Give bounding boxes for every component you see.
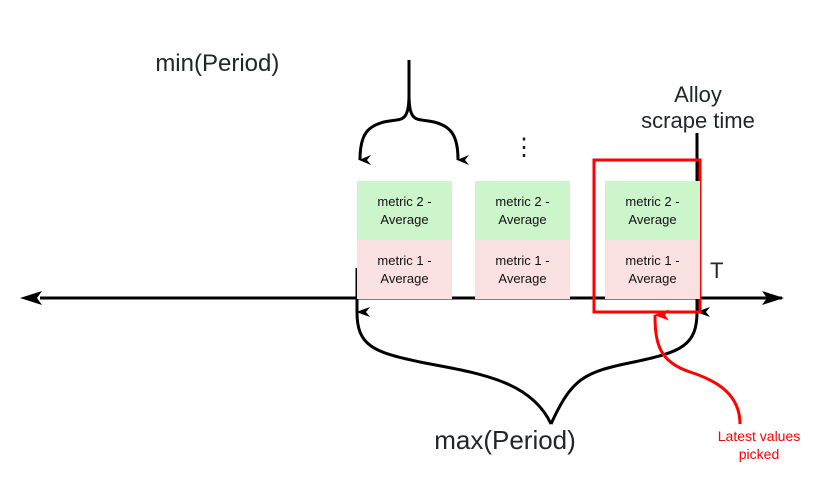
metric-1-cell: metric 1 - Average <box>605 240 700 299</box>
metric-2-cell: metric 2 - Average <box>475 181 570 240</box>
period-block: metric 2 - Average metric 1 - Average <box>357 181 452 299</box>
metric-1-cell: metric 1 - Average <box>357 240 452 299</box>
metric-2-cell: metric 2 - Average <box>605 181 700 240</box>
alloy-scrape-time-label: Alloy scrape time <box>641 82 755 133</box>
latest-period-highlight-box <box>592 158 702 314</box>
min-period-label-text: min(Period) <box>155 50 280 78</box>
period-block-highlighted: metric 2 - Average metric 1 - Average <box>605 181 700 299</box>
max-period-arrow-right <box>549 307 711 425</box>
latest-values-picked-label: Latest values picked <box>717 428 801 462</box>
vertical-ellipsis-icon: ⋮ <box>512 134 536 161</box>
min-period-arrow-right <box>407 94 470 165</box>
latest-values-pointer <box>653 309 742 425</box>
metric-1-cell: metric 1 - Average <box>475 240 570 299</box>
period-block: metric 2 - Average metric 1 - Average <box>475 181 570 299</box>
max-period-label: max(Period) <box>434 425 576 455</box>
metric-2-cell: metric 2 - Average <box>357 181 452 240</box>
min-period-arrow-left <box>358 94 411 166</box>
min-period-label: min(Period) <box>0 22 822 107</box>
axis-label-t: T <box>710 258 724 283</box>
max-period-arrow-left <box>355 306 553 425</box>
